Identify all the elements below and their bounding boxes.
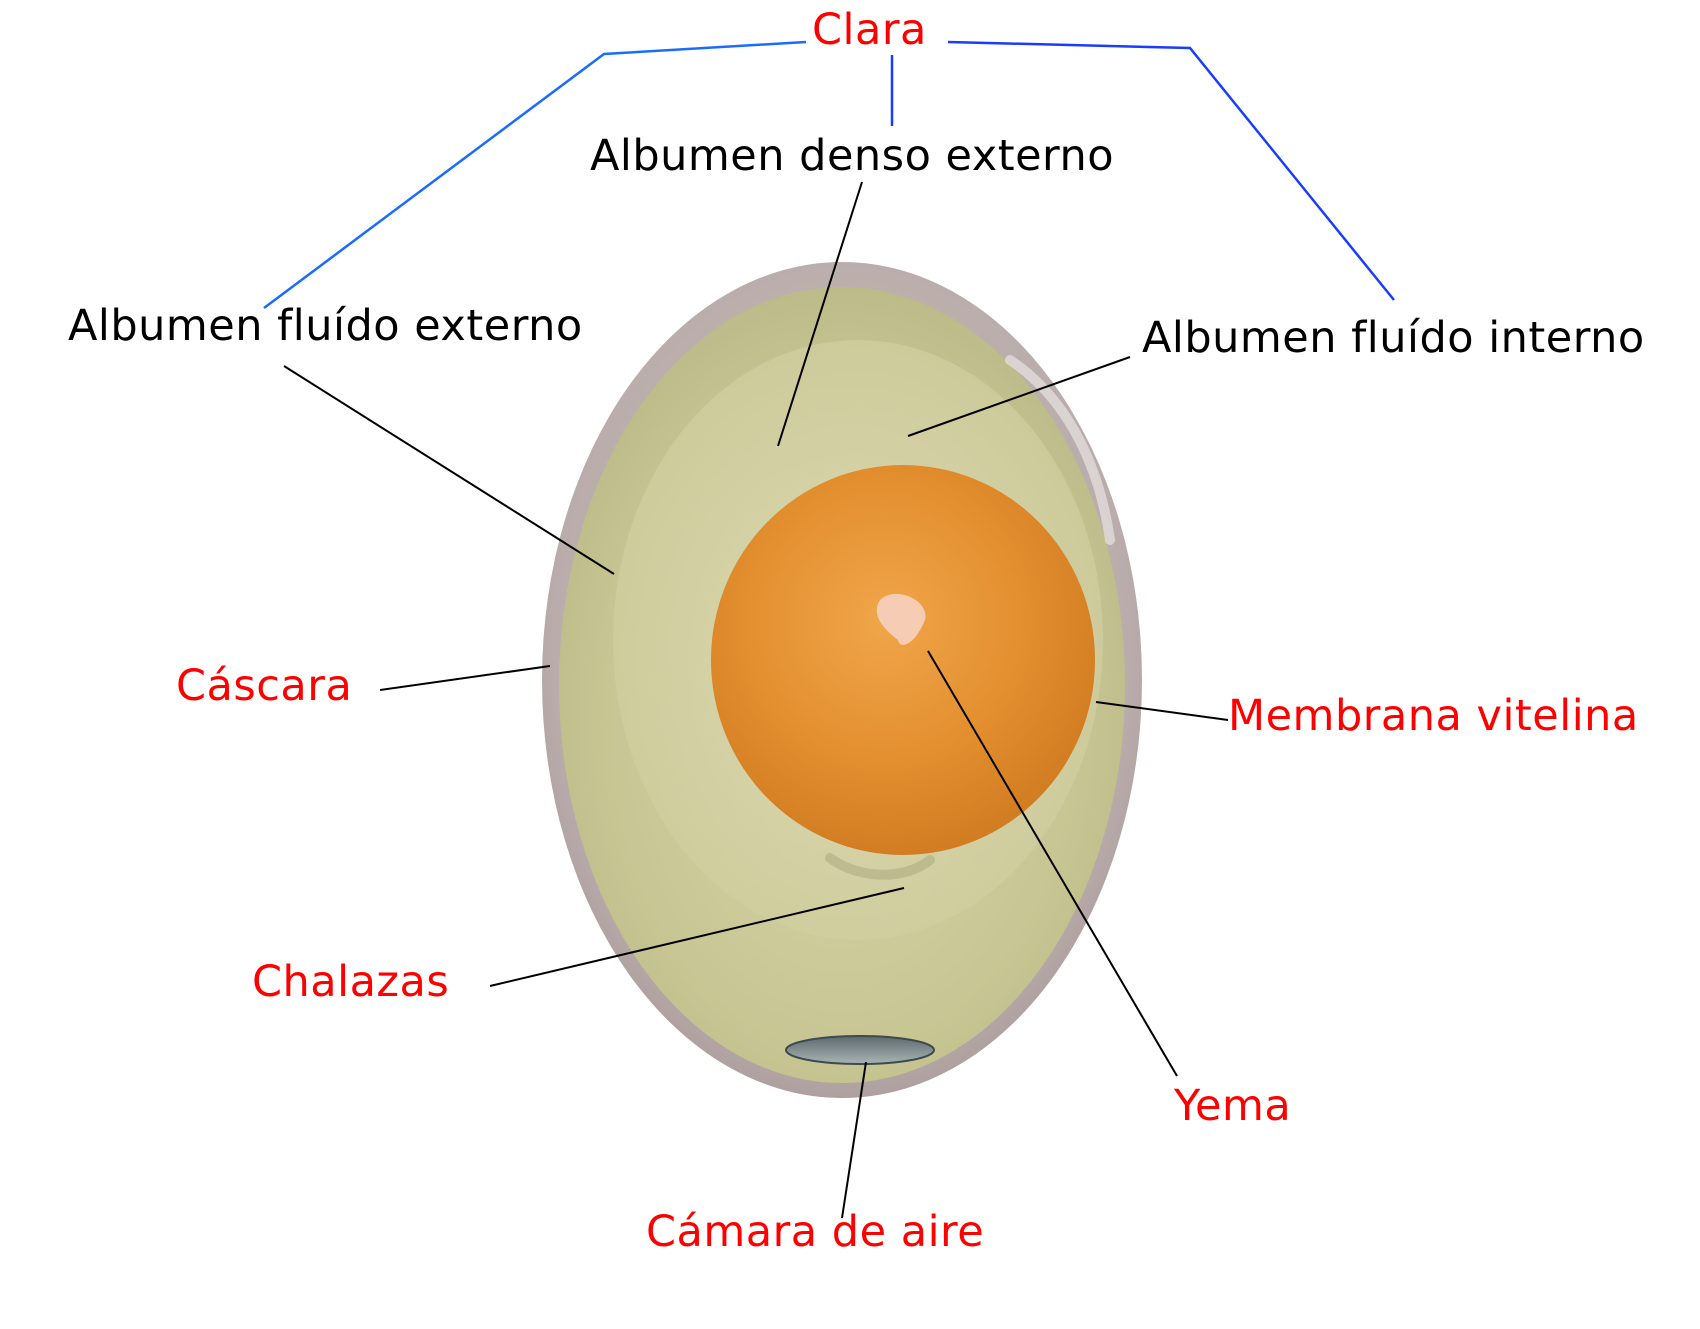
clara-bracket-left [263,40,807,310]
label-clara: Clara [812,5,927,55]
leader-cascara [379,665,551,691]
leader-chalazas [489,887,905,987]
label-yema: Yema [1174,1081,1292,1131]
leader-lines [283,181,1229,1219]
leader-camara-de-aire [841,1061,867,1219]
yolk-highlight [876,593,926,645]
air-chamber [785,1035,935,1065]
clara-bracket [263,40,1395,310]
leader-albumen-fluido-externo [283,365,615,575]
chalaza-shape [825,853,935,880]
label-albumen-denso-externo: Albumen denso externo [590,131,1115,181]
label-albumen-fluido-externo: Albumen fluído externo [68,301,583,351]
label-camara-de-aire: Cámara de aire [646,1207,985,1257]
leader-albumen-denso-externo [777,181,863,447]
label-chalazas: Chalazas [252,957,450,1007]
yolk [711,465,1095,855]
shell-highlight [1005,355,1115,545]
leader-albumen-fluido-interno [907,356,1131,437]
leader-yema [927,650,1178,1077]
label-albumen-fluido-interno: Albumen fluído interno [1142,313,1645,363]
clara-bracket-right [947,40,1395,301]
leader-membrana-vitelina [1095,701,1229,721]
label-membrana-vitelina: Membrana vitelina [1228,691,1639,741]
label-cascara: Cáscara [176,661,353,711]
